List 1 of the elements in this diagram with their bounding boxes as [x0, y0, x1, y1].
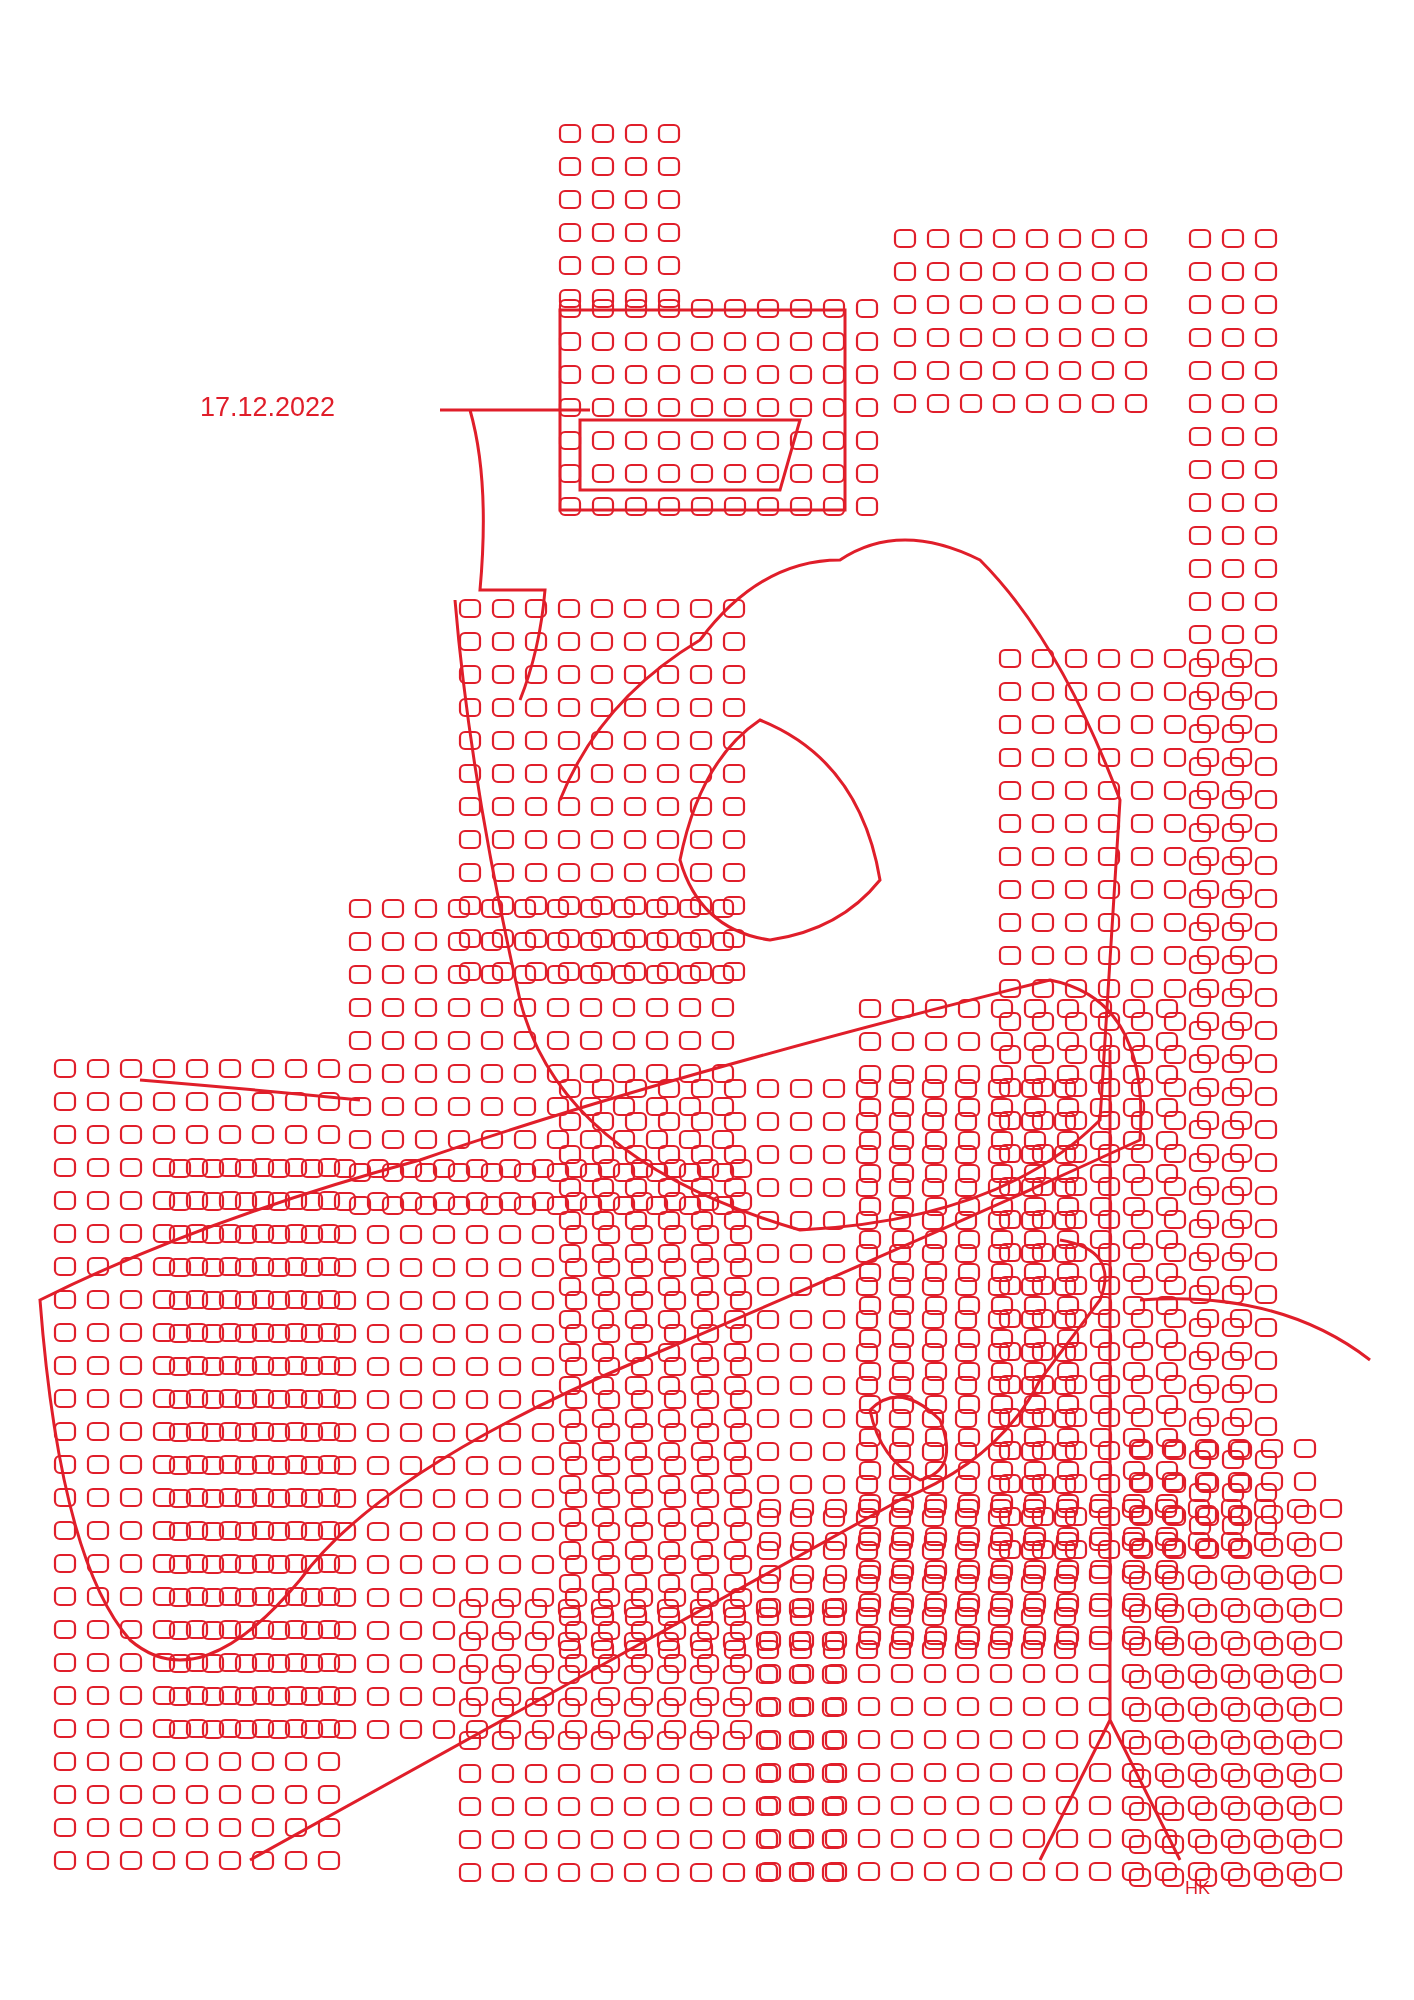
date-inscription: 17.12.2022 — [200, 392, 336, 423]
